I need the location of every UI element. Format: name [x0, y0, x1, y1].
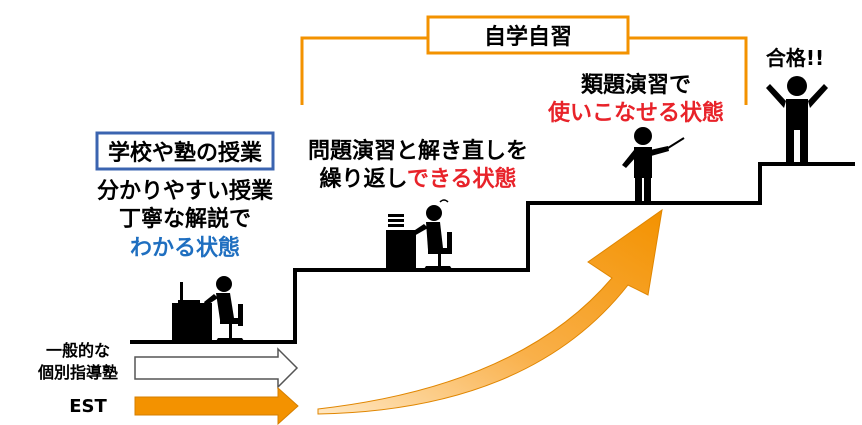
stage2-line2-highlight: できる状態: [407, 166, 517, 192]
self-study-box: [426, 15, 630, 55]
self-study-bracket: 自学自習: [300, 15, 748, 105]
stage3-line1: 類題演習で: [581, 72, 691, 98]
typical-line2: 個別指導塾: [37, 363, 118, 382]
stage1-highlight: わかる状態: [130, 235, 240, 261]
est-arrow: [134, 386, 299, 425]
est-label: EST: [69, 396, 107, 417]
goal-label: 合格!!: [766, 46, 824, 70]
stage3-highlight: 使いこなせる状態: [547, 100, 724, 126]
typical-line1: 一般的な: [46, 341, 110, 360]
stage3-text: 類題演習で 使いこなせる状態: [547, 72, 724, 126]
growth-arrow: [317, 208, 663, 415]
self-study-label: 自学自習: [484, 24, 572, 50]
person-celebrating-icon: [766, 76, 828, 164]
person-teaching-icon: [622, 127, 685, 202]
stage2-text: 問題演習と解き直しを 繰り返しできる状態: [308, 138, 528, 192]
stage1-line1: 分かりやすい授業: [97, 179, 274, 204]
person-at-computer-icon: [172, 276, 244, 341]
stage1-title-box: [95, 131, 275, 171]
stage2-line2-plain: 繰り返し: [320, 166, 407, 192]
stage1-title: 学校や塾の授業: [108, 140, 263, 166]
person-studying-icon: [386, 199, 452, 269]
typical-arrow: [134, 347, 299, 389]
stage2-line1: 問題演習と解き直しを: [308, 138, 528, 164]
stage1-line2: 丁寧な解説で: [119, 206, 251, 232]
est-arrow-group: EST: [69, 386, 299, 425]
staircase: [130, 162, 855, 344]
stage1-text: 学校や塾の授業 分かりやすい授業 丁寧な解説で わかる状態: [95, 131, 275, 261]
typical-arrow-group: 一般的な 個別指導塾: [37, 341, 299, 389]
svg-text:繰り返しできる状態: 繰り返しできる状態: [320, 166, 517, 192]
